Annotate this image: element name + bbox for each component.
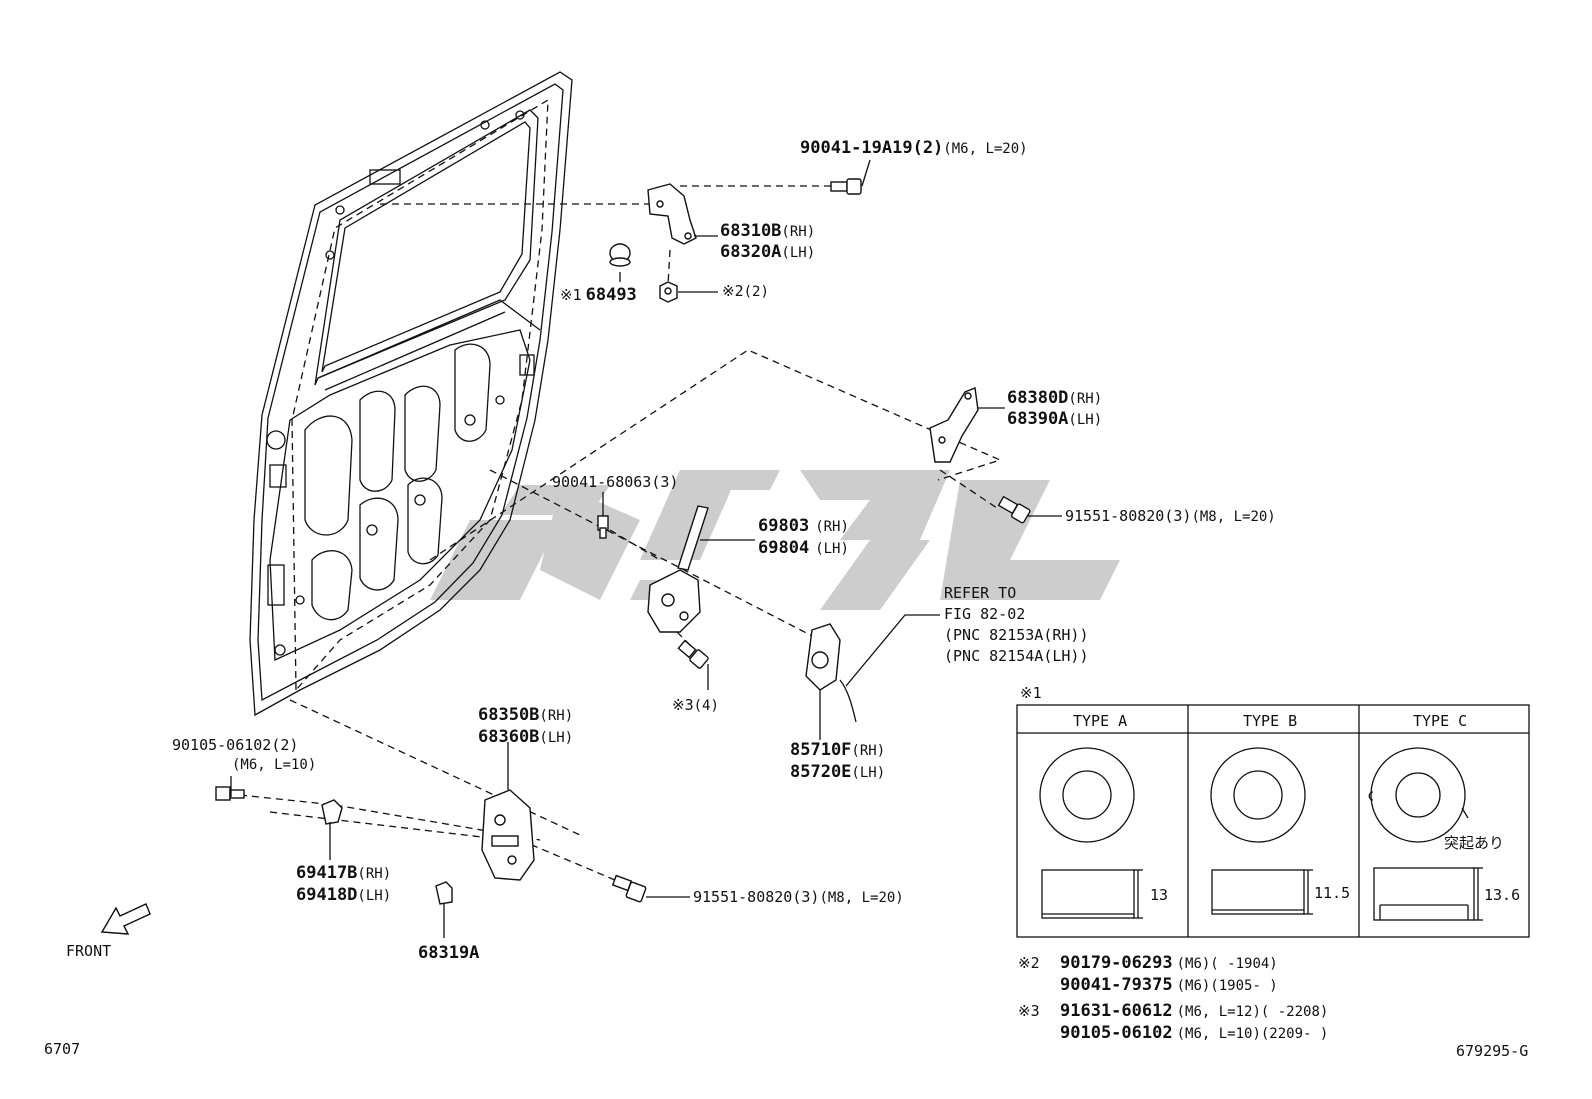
label-bolt-hinge-lower: 91551-80820(3)(M8, L=20) bbox=[1065, 507, 1276, 525]
label-hinge-lower-lh: 68390A(LH) bbox=[1007, 409, 1102, 429]
door-lock-shape bbox=[481, 789, 535, 881]
part-labels: 90041-19A19(2)(M6, L=20) 68310B(RH) 6832… bbox=[172, 138, 1276, 963]
regulator-screw-shape bbox=[597, 515, 609, 539]
note3-ref: ※3 bbox=[1018, 1002, 1040, 1020]
front-label: FRONT bbox=[66, 942, 111, 960]
label-handle-lh: 69418D(LH) bbox=[296, 885, 391, 905]
label-motor-lh: 85720E(LH) bbox=[790, 762, 885, 782]
front-arrow-icon bbox=[100, 903, 151, 935]
note2-line2: 90041-79375(M6)(1905- ) bbox=[1060, 975, 1278, 995]
note3-line1: 91631-60612(M6, L=12)( -2208) bbox=[1060, 1001, 1328, 1021]
type-b-dim: 11.5 bbox=[1314, 884, 1350, 902]
upper-hinge-shape bbox=[647, 183, 697, 245]
type-table: ※1 TYPE A TYPE B TYPE C 13 11.5 bbox=[1016, 684, 1530, 938]
label-nut: ※2(2) bbox=[722, 282, 769, 300]
note3-line2: 90105-06102(M6, L=10)(2209- ) bbox=[1060, 1023, 1328, 1043]
refer-line-1: REFER TO bbox=[944, 584, 1016, 602]
label-regulator-lh: 69804(LH) bbox=[758, 538, 849, 558]
footer-page-code: 6707 bbox=[44, 1040, 80, 1058]
label-check-rh: 68350B(RH) bbox=[478, 705, 573, 725]
label-hinge-upper-lh: 68320A(LH) bbox=[720, 242, 815, 262]
bolt-lower-hinge-shape bbox=[997, 495, 1031, 524]
bolt-check-shape bbox=[611, 874, 647, 903]
label-bolt-regulator: ※3(4) bbox=[672, 696, 719, 714]
label-motor-rh: 85710F(RH) bbox=[790, 740, 885, 760]
label-screw-regulator: 90041-68063(3) bbox=[552, 473, 678, 491]
nut-shape bbox=[659, 281, 678, 303]
handle-shape bbox=[321, 799, 343, 825]
type-table-ref: ※1 bbox=[1020, 684, 1042, 702]
label-regulator-rh: 69803(RH) bbox=[758, 516, 849, 536]
label-hinge-upper-rh: 68310B(RH) bbox=[720, 221, 815, 241]
type-a-header: TYPE A bbox=[1073, 712, 1127, 730]
striker-screw-shape bbox=[215, 786, 245, 801]
refer-line-4: (PNC 82154A(LH)) bbox=[944, 647, 1089, 665]
window-motor-shape bbox=[805, 623, 857, 723]
cap-shape bbox=[435, 881, 453, 905]
leader-lines bbox=[230, 159, 1062, 938]
refer-line-3: (PNC 82153A(RH)) bbox=[944, 626, 1089, 644]
type-c-note: 突起あり bbox=[1444, 834, 1504, 852]
label-check-lh: 68360B(LH) bbox=[478, 727, 573, 747]
watermark-logo bbox=[430, 470, 1120, 610]
footer-figure-id: 679295-G bbox=[1456, 1042, 1528, 1060]
note2-ref: ※2 bbox=[1018, 954, 1040, 972]
type-c-header: TYPE C bbox=[1413, 712, 1467, 730]
label-bolt-check: 91551-80820(3)(M8, L=20) bbox=[693, 888, 904, 906]
notes-block: ※2 90179-06293(M6)( -1904) 90041-79375(M… bbox=[1018, 953, 1328, 1043]
label-bolt-top: 90041-19A19(2)(M6, L=20) bbox=[800, 138, 1028, 158]
label-handle-rh: 69417B(RH) bbox=[296, 863, 391, 883]
label-screw-striker: 90105-06102(2) bbox=[172, 736, 298, 754]
label-hinge-lower-rh: 68380D(RH) bbox=[1007, 388, 1102, 408]
clip-shape bbox=[609, 243, 631, 267]
regulator-bolt-shape bbox=[677, 639, 709, 669]
type-a-dim: 13 bbox=[1150, 886, 1168, 904]
bolt-top-shape bbox=[830, 178, 862, 195]
lower-hinge-shape bbox=[929, 387, 979, 463]
type-c-dim: 13.6 bbox=[1484, 886, 1520, 904]
refer-line-2: FIG 82-02 bbox=[944, 605, 1025, 623]
assembly-lines bbox=[239, 185, 1002, 881]
window-regulator-shape bbox=[647, 505, 709, 633]
label-cap: 68319A bbox=[418, 943, 479, 963]
sliding-door-panel bbox=[249, 71, 573, 717]
note2-line1: 90179-06293(M6)( -1904) bbox=[1060, 953, 1278, 973]
label-screw-striker-spec: (M6, L=10) bbox=[232, 757, 316, 773]
type-b-header: TYPE B bbox=[1243, 712, 1297, 730]
